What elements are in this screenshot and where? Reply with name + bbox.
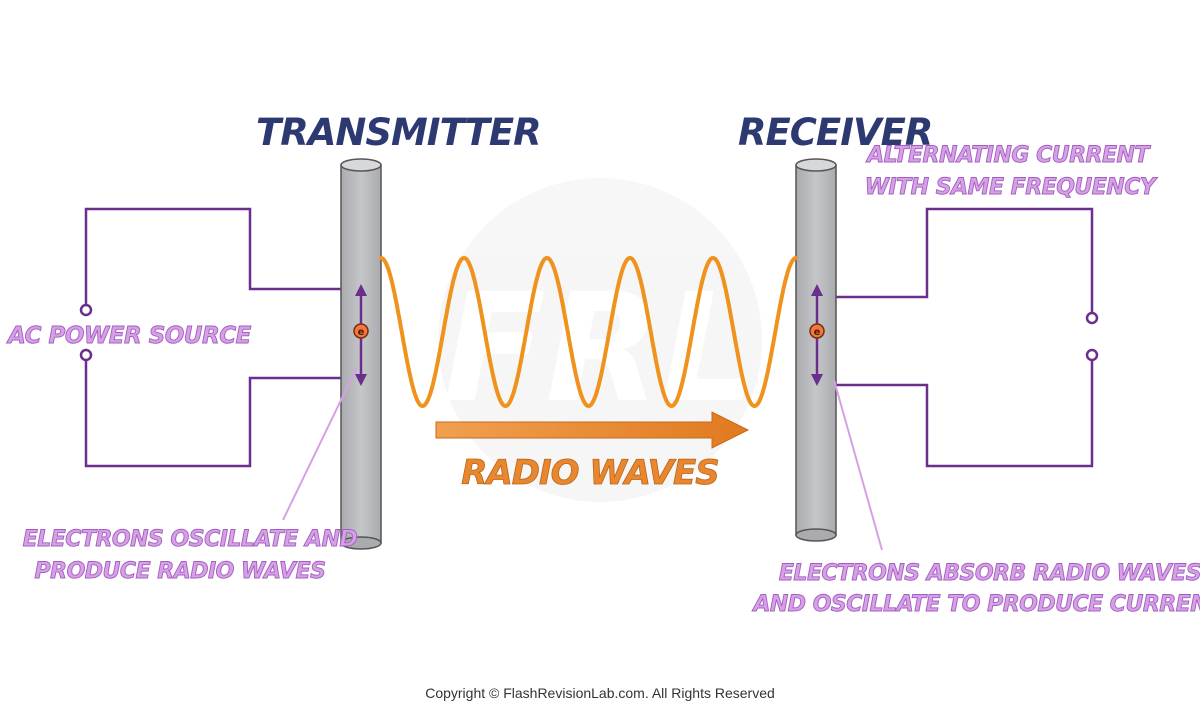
transmitter-electron-note-line1: ELECTRONS OSCILLATE AND — [23, 527, 358, 552]
transmitter-electron-note-line2: PRODUCE RADIO WAVES — [35, 559, 326, 584]
transmitter-title: TRANSMITTER — [256, 111, 541, 154]
receiver-circuit — [836, 207, 1099, 468]
receiver-electron-note-line2: AND OSCILLATE TO PRODUCE CURRENT — [751, 592, 1200, 617]
receiver-electron-symbol: e — [814, 327, 821, 338]
receiver-current-note-line1: ALTERNATING CURRENT — [865, 143, 1151, 168]
watermark-logo: FRL — [438, 178, 762, 502]
ac-power-source-label: AC POWER SOURCE — [6, 323, 252, 349]
radio-wave — [379, 255, 798, 409]
receiver-terminal-top — [1085, 311, 1099, 325]
receiver-title: RECEIVER — [738, 111, 932, 154]
copyright-notice: Copyright © FlashRevisionLab.com. All Ri… — [425, 685, 775, 701]
receiver-electron: e — [809, 323, 825, 339]
receiver-pointer-line — [833, 379, 883, 551]
transmitter-antenna — [340, 158, 382, 550]
transmitter-terminal-bottom — [79, 348, 93, 362]
svg-text:FRL: FRL — [443, 262, 757, 436]
transmitter-electron-symbol: e — [358, 327, 365, 338]
transmitter-circuit — [79, 207, 341, 468]
receiver-electron-note-line1: ELECTRONS ABSORB RADIO WAVES — [779, 561, 1200, 586]
transmitter-terminal-top — [79, 303, 93, 317]
receiver-current-note-line2: WITH SAME FREQUENCY — [865, 175, 1158, 200]
radio-waves-label: RADIO WAVES — [461, 453, 718, 493]
transmitter-electron: e — [353, 323, 369, 339]
receiver-terminal-bottom — [1085, 348, 1099, 362]
transmitter-pointer-line — [282, 366, 358, 521]
propagation-arrow — [435, 411, 750, 449]
